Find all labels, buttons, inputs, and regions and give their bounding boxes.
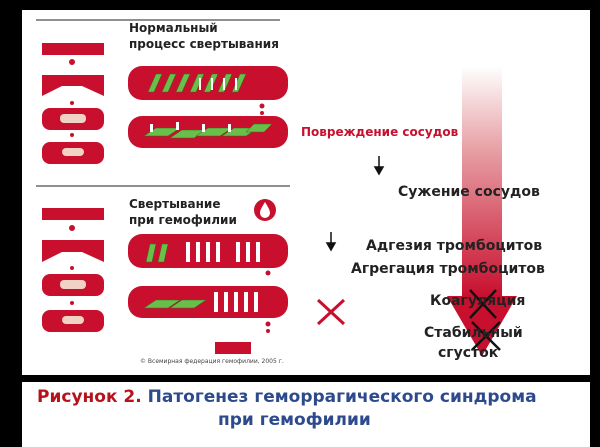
block-cross-coagulation <box>469 289 497 319</box>
stage-aggregation: Агрегация тромбоцитов <box>351 261 545 277</box>
normal-title-line2: процесс свертывания <box>129 37 279 51</box>
stage-clot-line1: Стабильный <box>424 325 523 341</box>
stage-clot-line2: сгусток <box>438 345 499 361</box>
figure-caption-line2: при гемофилии <box>218 410 371 430</box>
caption-text-line2: при гемофилии <box>218 410 371 430</box>
down-arrow-2 <box>325 232 337 252</box>
hemophilia-vessel-1 <box>128 234 288 268</box>
hemo-title-line2: при гемофилии <box>129 213 237 227</box>
process-arrow <box>447 66 517 356</box>
hemophilia-vessel-2 <box>128 286 288 318</box>
footnote: © Всемирная федерация гемофилии, 2005 г. <box>140 358 284 365</box>
normal-title-line1: Нормальный <box>129 21 218 35</box>
figure-caption-line1: Рисунок 2. Патогенез геморрагического си… <box>37 387 537 407</box>
blood-drop-icon <box>254 199 276 221</box>
left-vessels-normal <box>42 43 104 164</box>
caption-number: Рисунок 2. <box>37 387 142 407</box>
hemo-title-line1: Свертывание <box>129 197 221 211</box>
down-arrow-1 <box>373 156 385 176</box>
stage-narrowing: Сужение сосудов <box>398 184 540 200</box>
damage-label: Повреждение сосудов <box>301 125 459 139</box>
wfh-logo <box>215 342 251 354</box>
stage-adhesion: Адгезия тромбоцитов <box>366 238 543 254</box>
caption-text-line1: Патогенез геморрагического синдрома <box>147 387 537 407</box>
normal-vessel-2 <box>128 116 288 148</box>
block-cross-clot <box>471 321 501 351</box>
caption-area <box>22 382 590 447</box>
normal-vessel-1 <box>128 66 288 100</box>
stage-coagulation: Коагуляция <box>430 293 526 309</box>
block-cross-left <box>316 298 346 326</box>
